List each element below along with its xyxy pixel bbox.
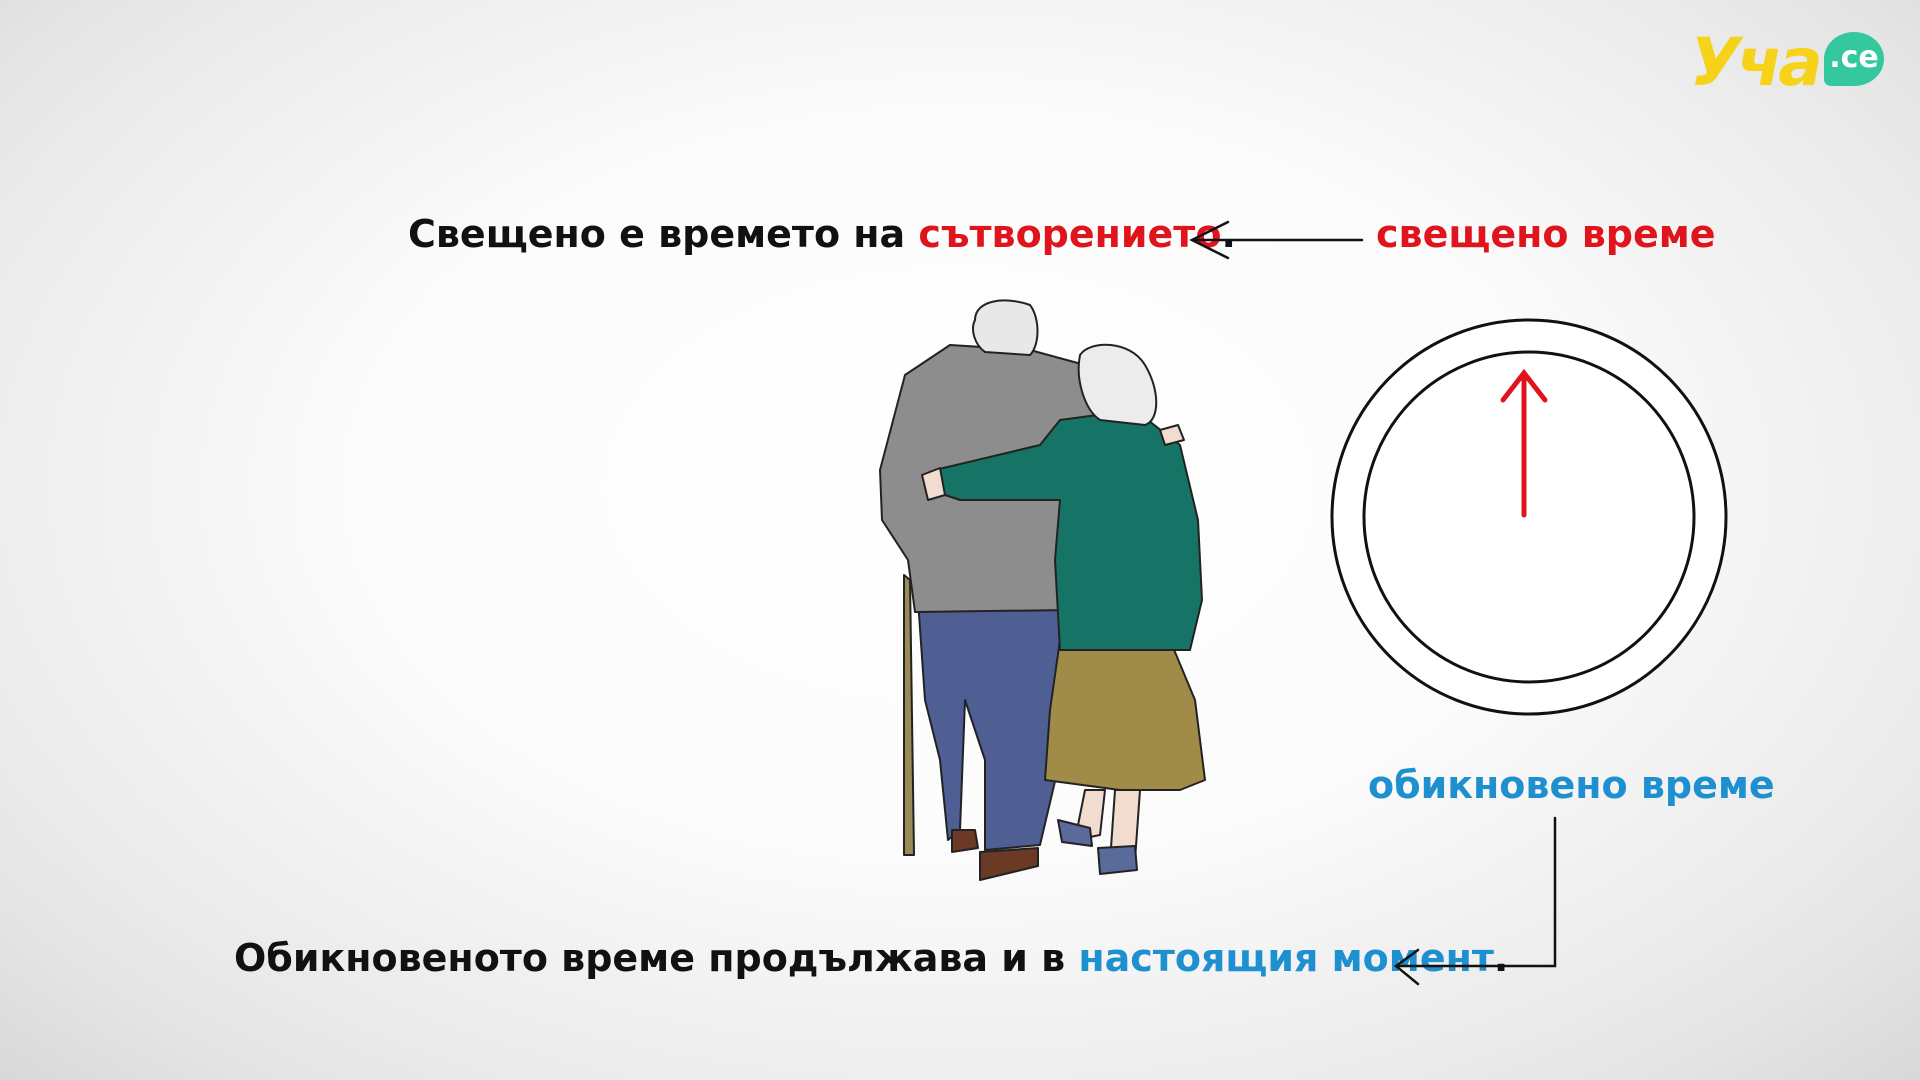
clock-icon <box>1330 318 1728 716</box>
sentence-highlight-present: настоящия момент <box>1078 936 1494 980</box>
sentence-highlight-creation: сътворението <box>918 212 1222 256</box>
clock-hand-arrow <box>1500 368 1548 518</box>
man-shoe-right <box>979 847 1039 881</box>
ordinary-arrow <box>1393 816 1557 986</box>
woman-shoe-right <box>1097 845 1138 875</box>
ordinary-time-sentence: Обикновеното време продължава и в настоя… <box>234 936 1508 980</box>
woman-skirt <box>1044 639 1206 791</box>
woman-shoe-left <box>1057 819 1093 847</box>
logo-badge: .се <box>1824 32 1884 86</box>
woman-hair <box>1077 343 1158 426</box>
man-head <box>972 299 1039 356</box>
sacred-time-label: свещено време <box>1376 212 1716 256</box>
man-hand <box>1159 424 1185 446</box>
man-trousers <box>917 597 1064 851</box>
sacred-arrow <box>1189 220 1364 260</box>
cane <box>903 574 915 856</box>
ucha-se-logo[interactable]: Уча .се <box>1690 24 1900 114</box>
sacred-time-sentence: Свещено е времето на сътворението. <box>408 212 1236 256</box>
elderly-couple-illustration <box>879 299 1206 881</box>
ordinary-time-label: обикновено време <box>1368 763 1775 807</box>
sentence-prefix: Обикновеното време продължава и в <box>234 936 1079 980</box>
sentence-prefix: Свещено е времето на <box>408 212 919 256</box>
woman-hand <box>921 467 946 501</box>
sentence-suffix: . <box>1493 936 1509 980</box>
man-shoe-left <box>951 829 979 853</box>
logo-text: Уча <box>1690 24 1823 101</box>
